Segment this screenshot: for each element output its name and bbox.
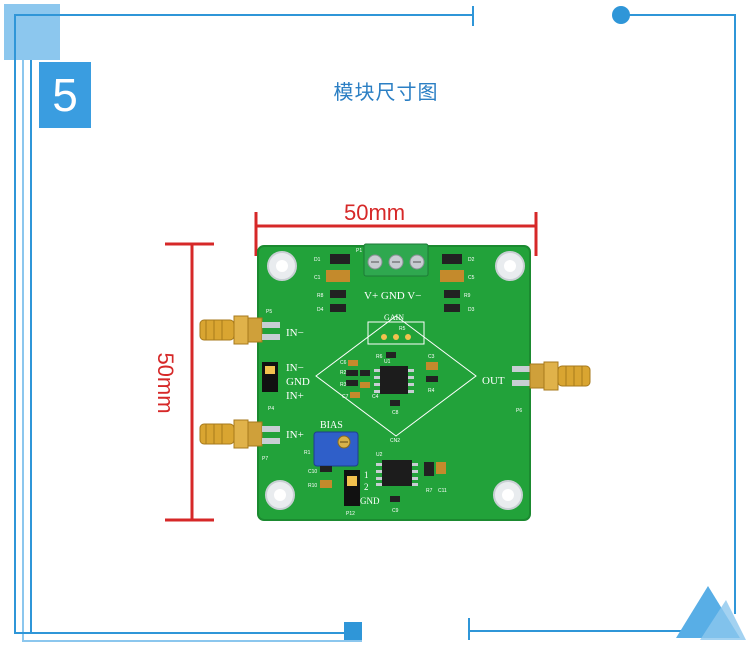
bias-label: BIAS: [320, 420, 343, 431]
jumper-in-plus-label: IN+: [286, 390, 304, 402]
ref-u2: U2: [376, 452, 383, 458]
ref-p4: P4: [268, 406, 274, 412]
ref-c11: C11: [438, 488, 447, 494]
ref-r10: R10: [308, 483, 317, 489]
op-amp-u2: [382, 460, 412, 486]
ref-c3: C3: [428, 354, 435, 360]
frame-top-left-line: [14, 14, 474, 16]
ref-c1: C1: [314, 275, 321, 281]
op-amp-u1: [380, 366, 408, 394]
ref-r8: R8: [317, 293, 324, 299]
bias-pin1-label: 1: [364, 470, 369, 480]
height-dimension-line: [165, 242, 214, 522]
ref-r1: R1: [304, 450, 311, 456]
sma-connector-out: [512, 361, 591, 391]
ref-r5: R5: [399, 326, 406, 332]
jumper-gnd-label: GND: [286, 376, 310, 388]
top-right-components: [440, 254, 464, 312]
width-dimension-line: [254, 212, 538, 256]
bias-jumper-cap: [347, 476, 357, 486]
frame-bottom-left-line: [14, 632, 354, 634]
ref-r3: R3: [340, 382, 347, 388]
op-amp-u2-pins: [376, 463, 418, 486]
bias-gnd-label: GND: [360, 496, 380, 506]
ref-d4: D4: [317, 307, 324, 313]
top-left-components: [326, 254, 350, 312]
frame-bottom-square: [344, 622, 362, 640]
ref-c9: C9: [392, 508, 399, 514]
ref-c4: C4: [372, 394, 379, 400]
ref-r2: R2: [340, 370, 347, 376]
terminal-block: [363, 243, 429, 277]
ref-r9: R9: [464, 293, 471, 299]
ref-d2: D2: [468, 257, 475, 263]
mounting-hole-icon: [265, 251, 525, 510]
sma-in-plus-label: IN+: [286, 429, 304, 441]
ref-r4: R4: [428, 388, 435, 394]
section-number-badge: 5: [39, 62, 91, 128]
sma-connector-in-plus: [199, 419, 280, 449]
ref-c8: C8: [392, 410, 399, 416]
frame-left-outer-line: [14, 14, 16, 634]
badge-accent-square: [4, 4, 60, 60]
ref-c10: C10: [308, 469, 317, 475]
bias-jumper: [344, 470, 360, 506]
frame-left-inner-line: [22, 60, 24, 640]
frame-top-right-line: [620, 14, 736, 16]
ref-p1: P1: [356, 248, 362, 254]
frame-bottom-left-light: [22, 640, 362, 642]
jumper-in-minus-label: IN−: [286, 362, 304, 374]
ref-r7: R7: [426, 488, 433, 494]
sma-out-label: OUT: [482, 375, 505, 387]
frame-top-dot: [612, 6, 630, 24]
frame-triangle-small-icon: [700, 600, 746, 640]
sma-in-minus-label: IN−: [286, 327, 304, 339]
terminal-labels: V+ GND V−: [364, 290, 421, 302]
ref-cn2: CN2: [390, 438, 400, 444]
bias-passives: [320, 462, 446, 502]
silkscreen-diamond: [315, 315, 477, 437]
bias-pin2-label: 2: [364, 482, 369, 492]
gain-jumper-pins: [381, 334, 411, 340]
ref-u1: U1: [384, 359, 391, 365]
u1-passives: [346, 352, 438, 406]
ref-p12: P12: [346, 511, 355, 517]
ref-c5: C5: [468, 275, 475, 281]
gain-box: [367, 321, 425, 345]
ref-p6: P6: [516, 408, 522, 414]
ref-d1: D1: [314, 257, 321, 263]
sma-connector-in-minus: [199, 315, 280, 345]
page-title: 模块尺寸图: [333, 80, 439, 104]
frame-right-line: [734, 14, 736, 614]
ref-r6: R6: [376, 354, 383, 360]
bias-trimmer-icon: [313, 431, 359, 467]
op-amp-u1-pins: [374, 369, 414, 393]
frame-left-inner2-line: [30, 60, 32, 632]
ref-d3: D3: [468, 307, 475, 313]
frame-bottom-tick: [468, 618, 470, 640]
gain-label: GAIN: [384, 313, 404, 322]
ref-c7: C7: [342, 394, 349, 400]
ref-c6: C6: [340, 360, 347, 366]
ref-p7: P7: [262, 456, 268, 462]
frame-top-tick: [472, 6, 474, 26]
ref-p5: P5: [266, 309, 272, 315]
jumper-cap: [265, 366, 275, 374]
width-dimension-label: 50mm: [344, 200, 406, 225]
frame-bottom-right-line: [470, 630, 700, 632]
